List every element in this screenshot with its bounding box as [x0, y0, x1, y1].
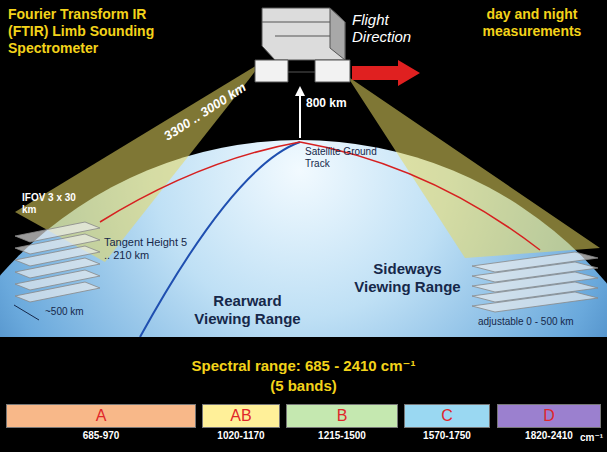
dimension-label: 800 km	[306, 96, 376, 110]
band-box: A685-970	[6, 404, 196, 428]
band-box: D1820-2410	[497, 404, 601, 428]
satellite	[255, 8, 350, 82]
dimension-line	[14, 305, 39, 320]
heading: (5 bands)	[0, 377, 607, 395]
limb-stack	[472, 252, 598, 312]
note: day and night measurements	[462, 6, 602, 40]
limb-stack	[15, 222, 100, 302]
band-range: 685-970	[0, 430, 205, 441]
band-name: B	[337, 408, 348, 424]
band-range: 1820-2410	[488, 430, 607, 441]
band-name: A	[96, 408, 107, 424]
dimension-label: ~500 km	[45, 306, 105, 318]
band-range: 1215-1500	[277, 430, 407, 441]
tangent-label: Tangent Height 5 .. 210 km	[104, 236, 188, 262]
altitude-line	[299, 92, 301, 138]
arrow-label: Flight Direction	[352, 12, 432, 45]
track-label: Satellite Ground Track	[305, 146, 385, 170]
band-name: C	[441, 408, 453, 424]
title: Fourier Transform IR (FTIR) Limb Soundin…	[8, 6, 186, 56]
band-box: B1215-1500	[286, 404, 398, 428]
band-box: AB1020-1170	[202, 404, 280, 428]
dimension-label: adjustable 0 - 500 km	[478, 316, 603, 328]
ifov-label: IFOV 3 x 30 km	[22, 192, 82, 216]
band-name: AB	[230, 408, 251, 424]
band-name: D	[543, 408, 555, 424]
flight-arrow	[352, 60, 420, 86]
band-box: C1570-1750	[404, 404, 490, 428]
unit-label: cm⁻¹	[580, 432, 606, 444]
arrow-head	[295, 86, 305, 96]
distance-label: 3300 .. 3000 km	[146, 70, 264, 154]
heading: Spectral range: 685 - 2410 cm⁻¹	[0, 357, 607, 375]
range-label: Sideways Viewing Range	[345, 260, 470, 296]
side-beam	[338, 62, 600, 258]
band-range: 1020-1170	[193, 430, 289, 441]
sight-line	[300, 142, 540, 250]
sight-line	[100, 142, 300, 222]
range-label: Rearward Viewing Range	[185, 292, 310, 328]
band-range: 1570-1750	[395, 430, 499, 441]
